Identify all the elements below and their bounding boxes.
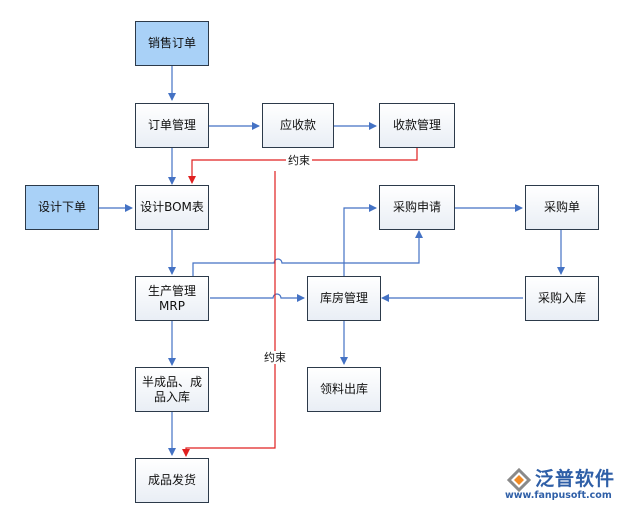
node-design-order-label: 设计下单 [37,200,86,214]
node-design-bom-label: 设计BOM表 [140,200,204,214]
node-sales-order[interactable]: 销售订单 [135,21,209,66]
node-production-mrp-line1: 生产管理 [147,283,196,298]
node-finished-shipping-label: 成品发货 [147,473,196,487]
node-design-order[interactable]: 设计下单 [25,185,99,230]
constraint-label-top: 约束 [286,154,312,167]
node-collection-management-label: 收款管理 [392,118,441,132]
node-purchase-request-label: 采购申请 [392,200,441,214]
node-semi-finished-line2: 品入库 [153,389,190,404]
node-finished-shipping[interactable]: 成品发货 [135,458,209,503]
node-receivable[interactable]: 应收款 [262,103,334,148]
node-material-out-label: 领料出库 [319,382,368,396]
arrow-warehouse-to-purchase-request [343,204,377,276]
node-production-mrp[interactable]: 生产管理 MRP [135,276,209,321]
node-order-management[interactable]: 订单管理 [135,103,209,148]
node-purchase-inbound[interactable]: 采购入库 [525,276,599,321]
node-semi-finished-inbound[interactable]: 半成品、成 品入库 [135,367,209,412]
arrow-mrp-to-warehouse [210,293,305,302]
node-material-out[interactable]: 领料出库 [307,367,381,412]
node-design-bom[interactable]: 设计BOM表 [135,185,209,230]
node-production-mrp-line2: MRP [159,298,185,313]
node-collection-management[interactable]: 收款管理 [379,103,455,148]
node-receivable-label: 应收款 [279,118,316,132]
brand-name: 泛普软件 [535,468,616,490]
node-purchase-order[interactable]: 采购单 [525,185,599,230]
node-purchase-request[interactable]: 采购申请 [379,185,455,230]
arrow-mrp-to-purchase-request [192,230,423,276]
brand-mark-icon [506,467,532,493]
node-semi-finished-line1: 半成品、成 [141,374,202,389]
node-purchase-order-label: 采购单 [543,200,580,214]
brand-logo: 泛普软件 www.fanpusoft.com [505,464,630,506]
constraint-label-mid: 约束 [262,351,288,364]
node-warehouse-management-label: 库房管理 [319,291,368,305]
node-order-management-label: 订单管理 [147,118,196,132]
constraint-to-shipping [182,171,276,457]
node-purchase-inbound-label: 采购入库 [537,291,586,305]
node-warehouse-management[interactable]: 库房管理 [307,276,381,321]
node-sales-order-label: 销售订单 [147,36,196,50]
brand-url: www.fanpusoft.com [505,490,612,501]
